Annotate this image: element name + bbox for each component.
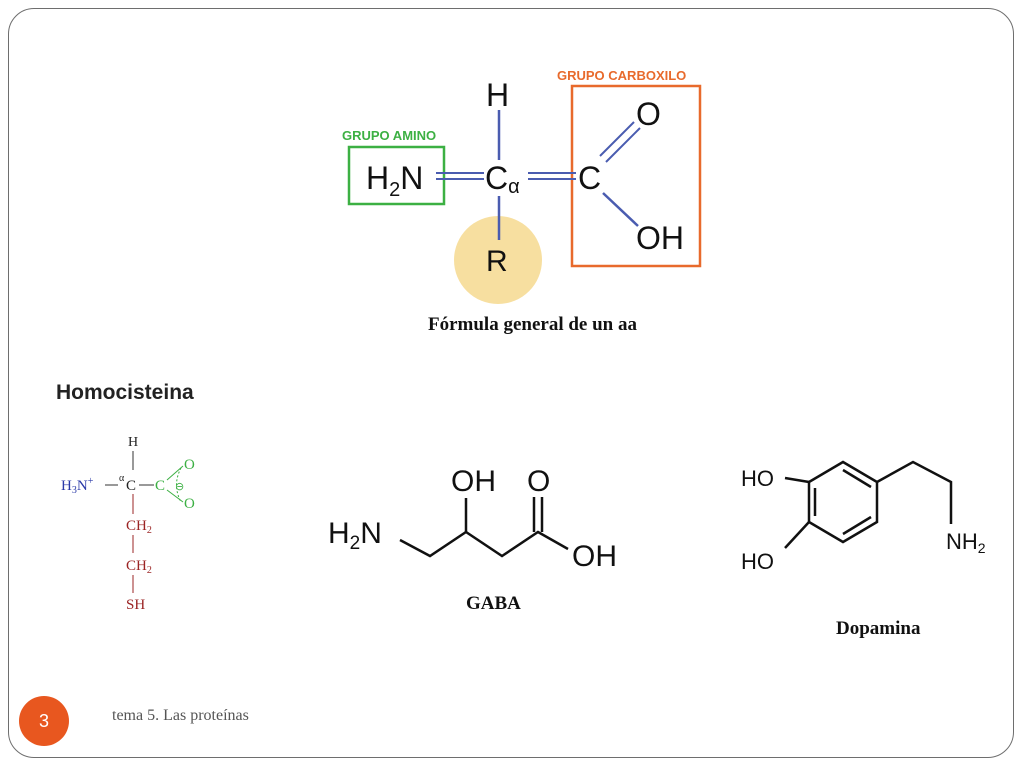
homo-c-carboxyl: C — [155, 478, 165, 494]
bond-c-o-double-a — [599, 121, 635, 157]
gaba-h2n-n: N — [360, 517, 382, 550]
homo-c-alpha: C — [126, 478, 136, 494]
slide-frame — [8, 8, 1014, 758]
gaba-caption: GABA — [466, 593, 521, 614]
carboxyl-group-box — [570, 84, 702, 268]
amino-group-label: GRUPO AMINO — [342, 128, 436, 143]
amine-group-formula: H2N — [366, 160, 423, 201]
homo-ch2-1-sub: 2 — [147, 525, 152, 536]
amine-sub: 2 — [389, 179, 400, 201]
dopa-benzene-ring — [807, 460, 879, 544]
gaba-h2n-sub: 2 — [350, 533, 361, 554]
gaba-oh-top: OH — [451, 465, 496, 498]
amine-h: H — [366, 160, 389, 196]
h-atom: H — [486, 77, 509, 113]
general-amino-acid-formula: GRUPO CARBOXILO GRUPO AMINO H H2N Cα C O… — [342, 68, 702, 335]
homo-ch2-1-c: CH — [126, 518, 147, 534]
bond-c-o-double-b — [605, 127, 641, 163]
homocisteina-structure: Homocisteina H H3N+ α C C O O ⊖ CH2 CH2 … — [56, 381, 195, 613]
alpha-c: C — [485, 160, 508, 196]
gaba-h2n: H2N — [328, 517, 382, 554]
dopa-nh2-sub: 2 — [978, 540, 986, 556]
dopamina-caption: Dopamina — [836, 618, 921, 639]
alpha-carbon: Cα — [485, 160, 520, 198]
footer-text: tema 5. Las proteínas — [112, 707, 249, 724]
gaba-h2n-h: H — [328, 517, 350, 550]
dopa-ho-bottom: HO — [741, 549, 774, 574]
alpha-sym: α — [508, 176, 520, 198]
gaba-o-top: O — [527, 465, 550, 498]
homo-h: H — [128, 435, 138, 450]
carboxyl-carbon: C — [578, 160, 601, 196]
dopa-inner-bond-3 — [842, 515, 872, 536]
homo-o-bottom: O — [184, 496, 195, 512]
homo-h3n: H3N+ — [61, 476, 94, 496]
dopa-nh2-n: NH — [946, 529, 978, 554]
dopa-ho-top: HO — [741, 466, 774, 491]
page-number-badge: 3 — [19, 696, 69, 746]
hydroxyl-group: OH — [636, 220, 684, 256]
amine-n: N — [400, 160, 423, 196]
homo-ch2-2-sub: 2 — [147, 565, 152, 576]
homo-charge-minus: ⊖ — [175, 480, 184, 493]
homo-ch2-2: CH2 — [126, 558, 152, 576]
carbonyl-oxygen: O — [636, 96, 661, 132]
dopa-nh2: NH2 — [946, 529, 986, 556]
homo-o-top: O — [184, 457, 195, 473]
dopa-bond-ho-top — [784, 476, 810, 484]
dopamina-structure: HO HO NH2 Dopamina — [741, 460, 986, 639]
page-number: 3 — [38, 710, 49, 731]
homo-alpha-sym: α — [119, 473, 125, 484]
homo-h3n-h: H — [61, 478, 72, 494]
homo-ch2-2-c: CH — [126, 558, 147, 574]
bond-c-oh — [602, 192, 639, 227]
homo-h3n-n: N — [77, 478, 88, 494]
dopa-bond-ho-bottom — [784, 521, 810, 549]
homo-sh: SH — [126, 597, 145, 613]
gaba-oh-right: OH — [572, 540, 617, 573]
homo-h3n-charge: + — [88, 476, 94, 487]
homo-ch2-1: CH2 — [126, 518, 152, 536]
r-group-label: R — [486, 245, 508, 278]
general-formula-caption: Fórmula general de un aa — [428, 314, 637, 335]
amino-group-box — [347, 145, 446, 206]
carboxyl-group-label: GRUPO CARBOXILO — [557, 68, 686, 83]
homo-resonance-arc — [176, 467, 182, 503]
dopa-side-chain — [876, 460, 953, 524]
gaba-structure: H2N OH O OH GABA — [328, 465, 617, 614]
homocisteina-title: Homocisteina — [56, 381, 194, 404]
homo-h3n-sub: 3 — [72, 485, 77, 496]
dopa-inner-bond-2 — [842, 468, 872, 489]
gaba-carbon-chain — [399, 530, 569, 558]
r-group-circle — [454, 216, 542, 304]
